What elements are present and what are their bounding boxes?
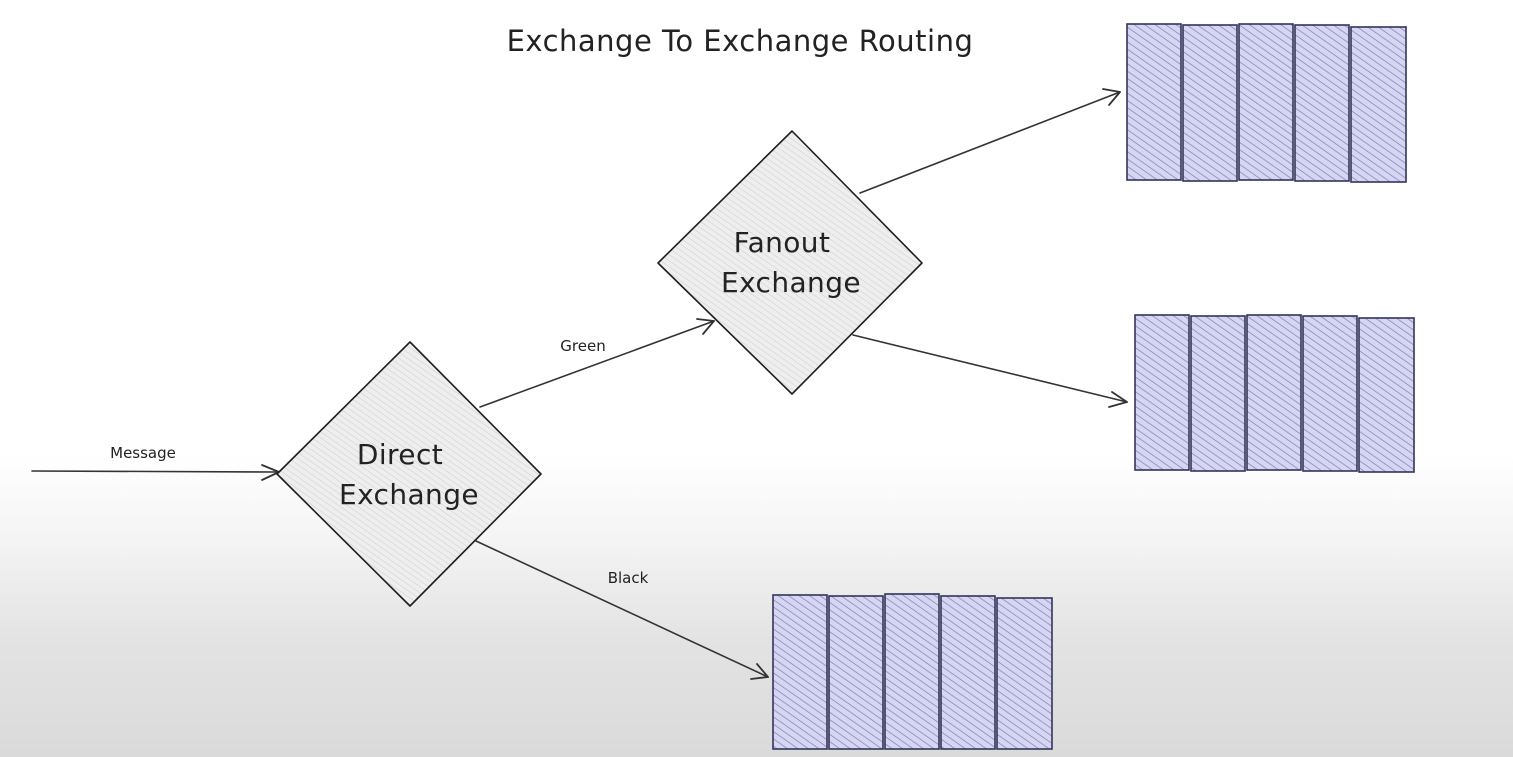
queue-bottom-cell bbox=[828, 595, 884, 750]
direct-exchange-node: Direct Exchange bbox=[276, 341, 542, 607]
queue-middle-cell bbox=[1190, 315, 1246, 472]
queue-bottom-cell bbox=[772, 594, 828, 750]
queue-middle bbox=[1134, 314, 1415, 473]
fanout-to-top-queue-arrow bbox=[859, 88, 1121, 194]
green-label: Green bbox=[560, 337, 605, 355]
fanout-exchange-line2: Exchange bbox=[721, 266, 861, 299]
message-arrow bbox=[31, 464, 280, 481]
fanout-to-middle-queue-arrow bbox=[852, 334, 1128, 408]
fanout-exchange-diamond bbox=[657, 130, 923, 395]
queue-top-cell bbox=[1182, 24, 1238, 182]
green-arrow bbox=[479, 318, 715, 408]
queue-bottom-cell bbox=[884, 593, 940, 750]
queue-top-cell bbox=[1238, 23, 1294, 181]
direct-exchange-line1: Direct bbox=[357, 438, 443, 471]
queue-top-cell bbox=[1350, 26, 1407, 183]
queue-middle-cell bbox=[1246, 314, 1302, 471]
fanout-exchange-line1: Fanout bbox=[734, 226, 831, 259]
black-arrow bbox=[475, 540, 769, 680]
queue-bottom-cell bbox=[996, 597, 1053, 750]
message-label: Message bbox=[110, 444, 176, 462]
queue-top-cell bbox=[1126, 23, 1182, 181]
queue-bottom bbox=[772, 593, 1053, 750]
direct-exchange-diamond bbox=[276, 341, 542, 607]
queue-middle-cell bbox=[1302, 315, 1358, 472]
fanout-exchange-node: Fanout Exchange bbox=[657, 130, 923, 395]
queue-middle-cell bbox=[1134, 314, 1190, 471]
queue-top bbox=[1126, 23, 1407, 183]
diagram-title: Exchange To Exchange Routing bbox=[507, 24, 974, 58]
black-label: Black bbox=[608, 569, 649, 587]
queue-top-cell bbox=[1294, 24, 1350, 182]
direct-exchange-line2: Exchange bbox=[339, 478, 479, 511]
queue-middle-cell bbox=[1358, 317, 1415, 473]
queue-bottom-cell bbox=[940, 595, 996, 750]
